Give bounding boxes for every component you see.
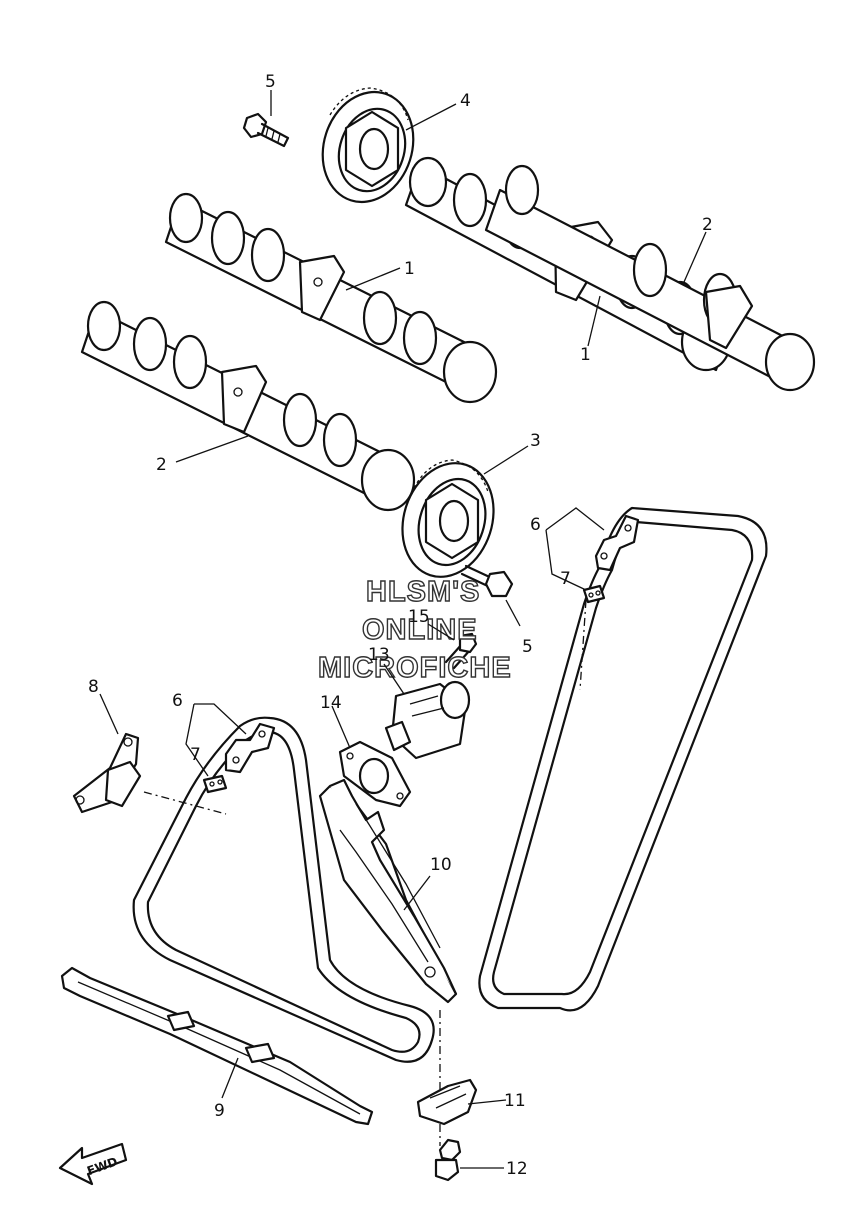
callout-7-left: 7 xyxy=(190,745,201,765)
callout-1-left: 1 xyxy=(404,259,415,279)
callout-8: 8 xyxy=(88,677,99,697)
gasket-part-14 xyxy=(338,740,412,808)
callout-14: 14 xyxy=(320,693,342,713)
camshaft-part-2-left xyxy=(80,300,416,512)
bolt-part-5-mid xyxy=(460,564,514,598)
callout-11: 11 xyxy=(504,1091,526,1111)
callout-1-right: 1 xyxy=(580,345,591,365)
chain-link-part-7-right xyxy=(582,584,606,604)
bolt-part-5-top xyxy=(242,112,290,148)
sprocket-part-4 xyxy=(321,87,415,204)
chain-link-part-6-left xyxy=(224,722,276,774)
callout-3: 3 xyxy=(530,431,541,451)
chain-guide-part-9 xyxy=(60,966,374,1126)
callout-9: 9 xyxy=(214,1101,225,1121)
watermark-line-3: MICROFICHE xyxy=(318,652,512,684)
chain-guide-part-8 xyxy=(72,732,142,814)
bolt-part-15 xyxy=(444,632,478,670)
tensioner-guide-part-10 xyxy=(318,778,458,1004)
callout-4: 4 xyxy=(460,91,471,111)
callout-2-left: 2 xyxy=(156,455,167,475)
callout-2-right: 2 xyxy=(702,215,713,235)
callout-5-mid: 5 xyxy=(522,637,533,657)
chain-link-part-6-right xyxy=(594,514,640,572)
forward-direction-arrow: FWD xyxy=(58,1142,128,1186)
chain-tensioner-part-13 xyxy=(384,680,471,760)
callout-5-top: 5 xyxy=(265,72,276,92)
callout-6-left: 6 xyxy=(172,691,183,711)
camshaft-part-1-left xyxy=(164,192,498,404)
alignment-lines xyxy=(143,599,587,1146)
camshaft-part-2-right xyxy=(484,164,816,392)
callout-15: 15 xyxy=(408,607,430,627)
stopper-part-11 xyxy=(416,1078,478,1126)
timing-chain-right xyxy=(478,506,768,1012)
callout-7-right: 7 xyxy=(560,569,571,589)
watermark-line-1: HLSM'S xyxy=(366,576,480,608)
leader-lines xyxy=(99,90,707,1169)
watermark: HLSM'S ONLINE MICROFICHE xyxy=(317,575,512,684)
callout-12: 12 xyxy=(506,1159,528,1179)
bolt-part-12 xyxy=(434,1138,462,1182)
watermark-line-2: ONLINE xyxy=(362,614,478,646)
chain-link-part-7-left xyxy=(202,774,228,794)
callout-numbers: 5 4 2 1 1 2 3 6 7 5 15 13 14 8 6 7 10 11… xyxy=(88,72,713,1179)
callout-10: 10 xyxy=(430,855,452,875)
callout-13: 13 xyxy=(368,645,390,665)
sprocket-part-3 xyxy=(401,459,495,578)
callout-6-right: 6 xyxy=(530,515,541,535)
